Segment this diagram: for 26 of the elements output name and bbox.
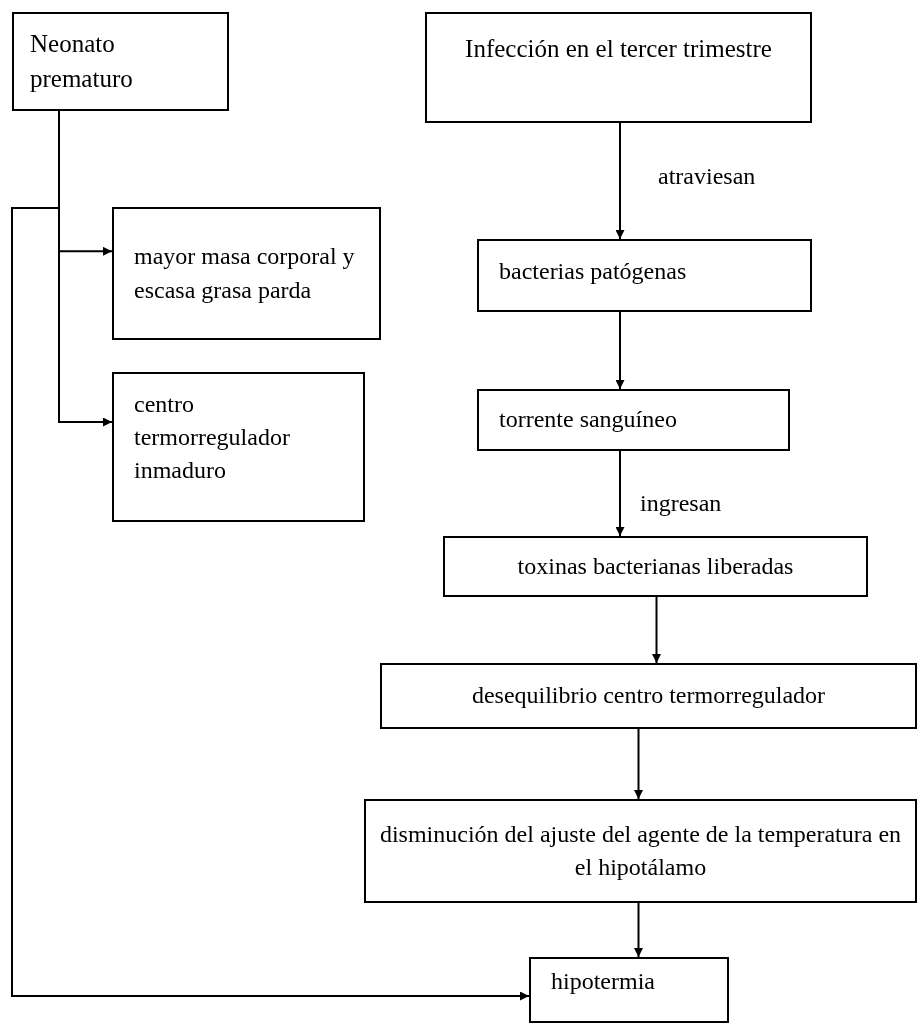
box-text: bacterias patógenas — [499, 257, 688, 286]
arrow — [615, 450, 625, 537]
process-box — [529, 957, 729, 1023]
arrow — [652, 596, 661, 664]
process-box — [364, 799, 917, 903]
box-text: torrente sanguíneo — [499, 405, 678, 435]
process-box — [12, 12, 229, 111]
arrow — [615, 122, 625, 240]
process-box — [477, 239, 812, 312]
box-text: disminución del ajuste del agente de la temperatura en el hipotálamo — [378, 819, 903, 882]
process-box — [425, 12, 812, 123]
arrow — [634, 902, 643, 958]
box-text: Neonato prematuro — [30, 29, 134, 94]
box-text: Infección en el tercer trimestre — [464, 34, 773, 64]
arrow — [615, 311, 625, 390]
box-text: hipotermia — [551, 967, 656, 996]
process-box — [112, 207, 381, 340]
process-box — [477, 389, 790, 451]
box-text: centro termorregulador inmaduro — [134, 390, 291, 486]
process-box — [380, 663, 917, 729]
process-box — [112, 372, 365, 522]
box-text: desequilibrio centro termorregulador — [470, 681, 827, 711]
arrow — [634, 728, 643, 800]
box-text: toxinas bacterianas liberadas — [516, 551, 795, 581]
box-text: mayor masa corporal y escasa grasa parda — [134, 242, 356, 305]
process-box — [443, 536, 868, 597]
